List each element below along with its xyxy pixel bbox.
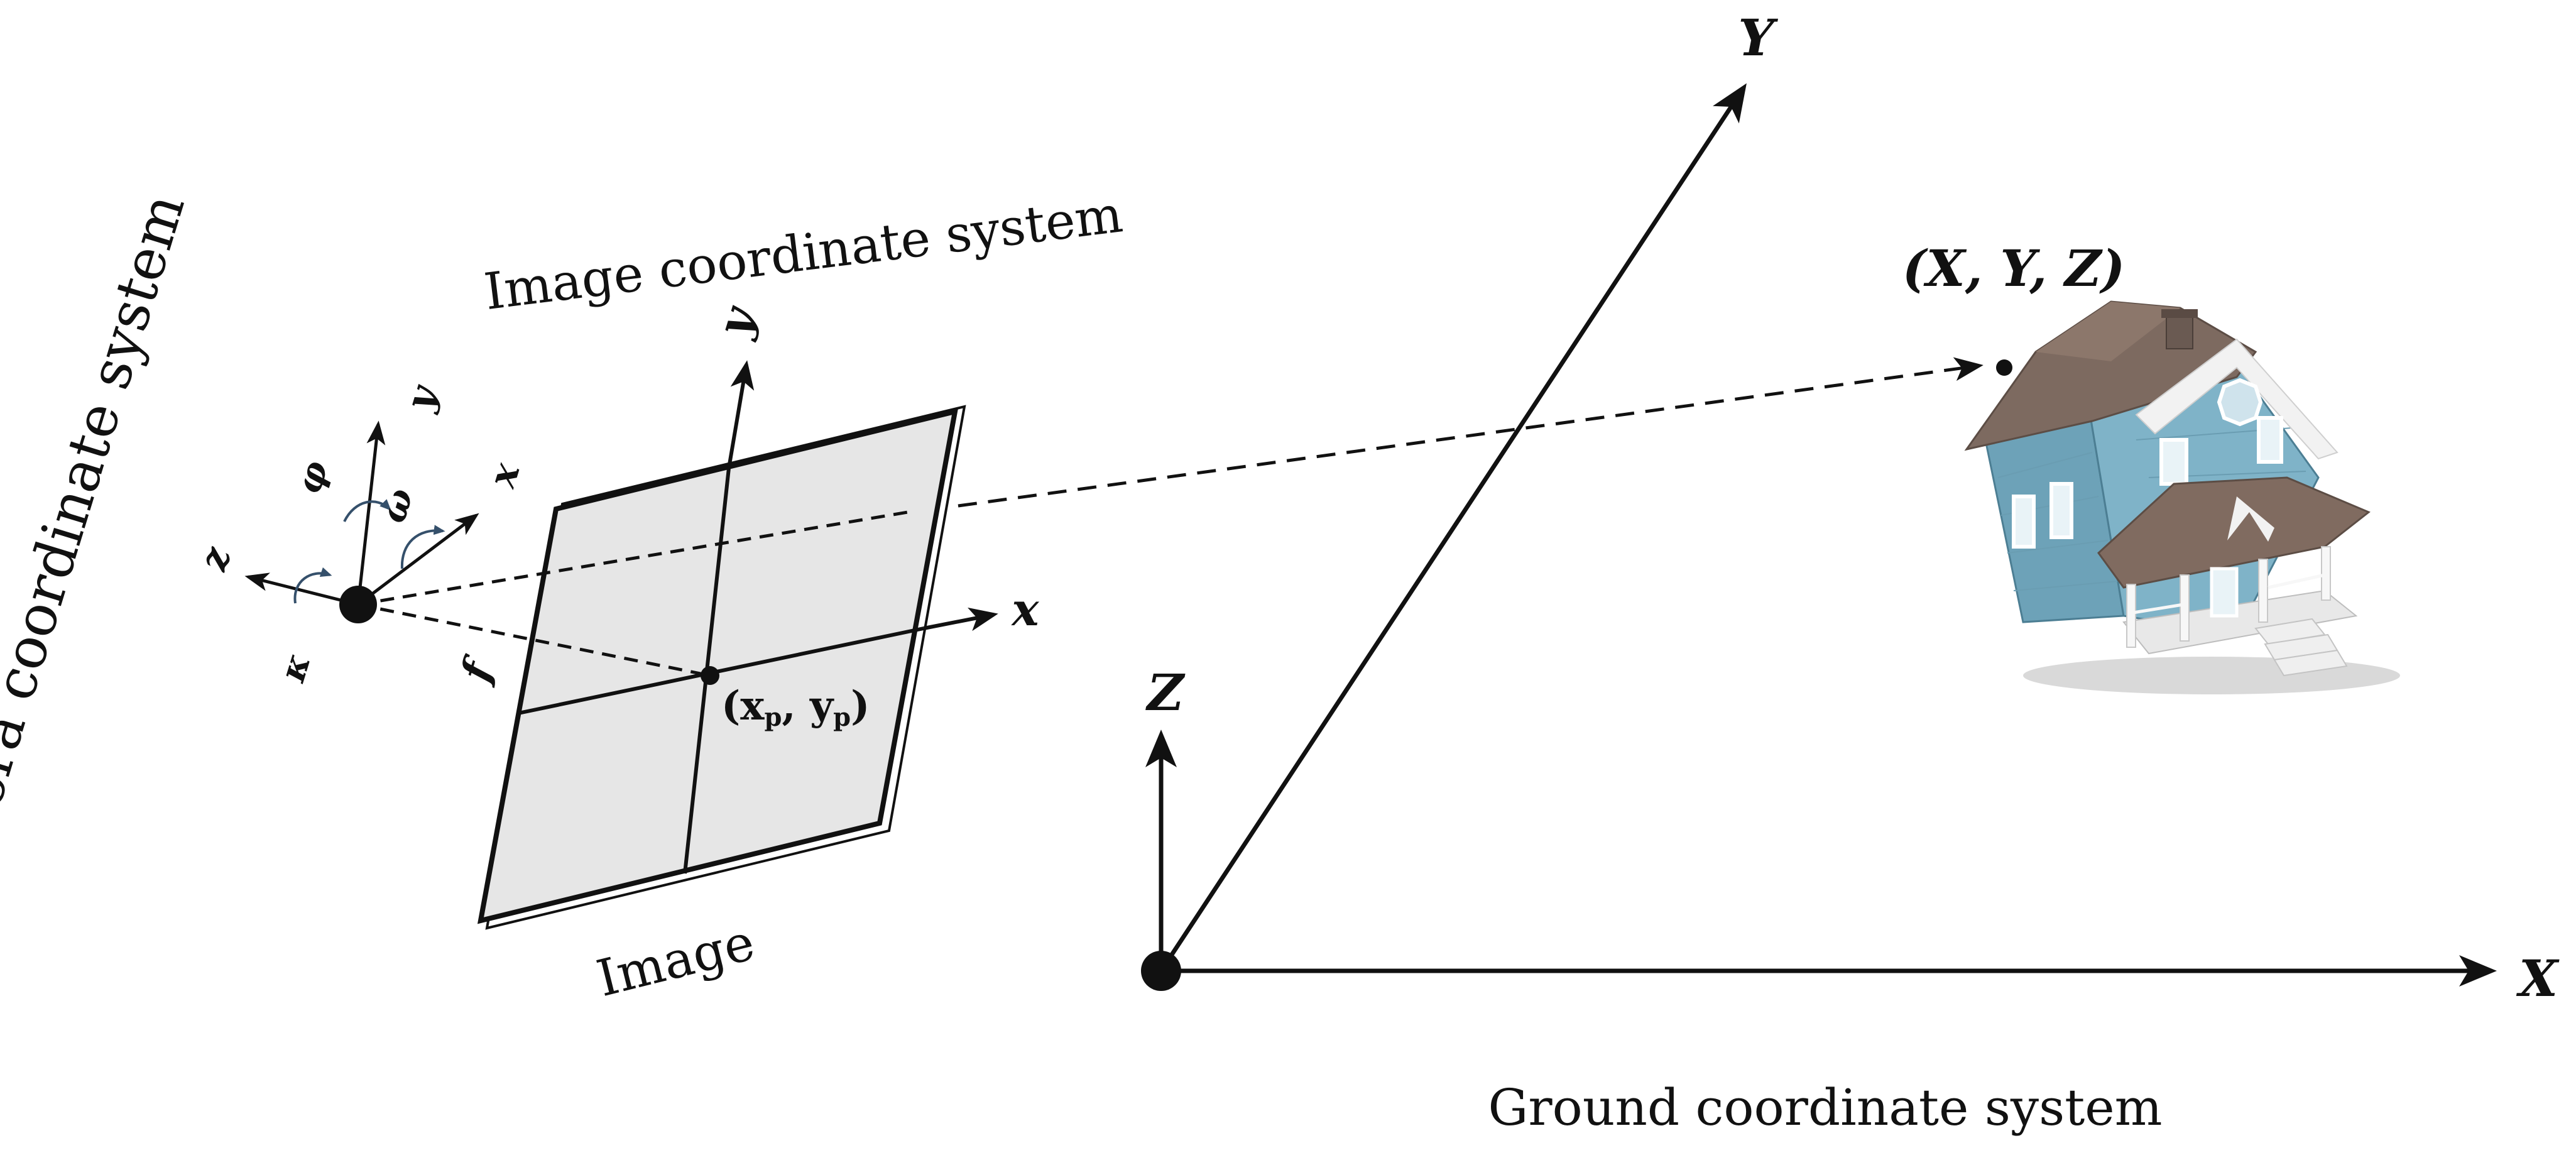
rotation-kappa-label: κ	[271, 649, 319, 687]
camera-projection-center	[339, 586, 377, 623]
principal-point	[701, 666, 719, 685]
camera-y-axis	[356, 420, 386, 605]
camera-z-axis	[244, 572, 359, 606]
image-y-label: y	[706, 299, 765, 344]
image-plane	[477, 405, 966, 930]
rotation-phi-label: φ	[288, 456, 337, 498]
camera-frame	[244, 420, 479, 623]
rotation-omega-label: ω	[372, 483, 422, 527]
image-horizontal-line	[518, 627, 924, 715]
image-caption: Image	[591, 913, 760, 1009]
image-plane-face	[477, 408, 959, 924]
camera-y-label: y	[397, 379, 447, 417]
camera-x-axis	[357, 513, 479, 606]
house-illustration	[1964, 300, 2400, 694]
image-y-axis	[727, 360, 755, 469]
camera-z-label: z	[191, 541, 240, 576]
image-x-label: x	[1011, 583, 1040, 636]
ground-frame	[1141, 83, 2497, 991]
camera-x-label: x	[480, 457, 529, 494]
ground-Y-label: Y	[1738, 8, 1778, 67]
ground-system-label: Ground coordinate system	[1488, 1078, 2163, 1137]
ground-X-label: X	[2516, 949, 2560, 1008]
object-point-marker	[1996, 359, 2012, 376]
rotation-phi-arrow	[343, 499, 391, 522]
ray-to-principal-point	[357, 603, 711, 677]
image-x-axis	[923, 607, 998, 632]
ground-Y-axis	[1159, 83, 1747, 972]
focal-length-label: f	[451, 651, 504, 689]
rotation-kappa-arrow	[293, 567, 332, 604]
ground-Z-label: Z	[1145, 663, 1186, 722]
rotation-omega-arrow	[400, 525, 445, 569]
ray-to-object-point	[958, 357, 1984, 508]
camera-system-label: Camera coordinate system	[0, 186, 198, 940]
principal-point-label: (xp, yp)	[721, 682, 870, 732]
image-system-label: Image coordinate system	[481, 185, 1126, 321]
object-point-label: (X, Y, Z)	[1902, 239, 2125, 298]
ray-through-image	[357, 510, 909, 606]
ground-origin	[1141, 951, 1181, 991]
